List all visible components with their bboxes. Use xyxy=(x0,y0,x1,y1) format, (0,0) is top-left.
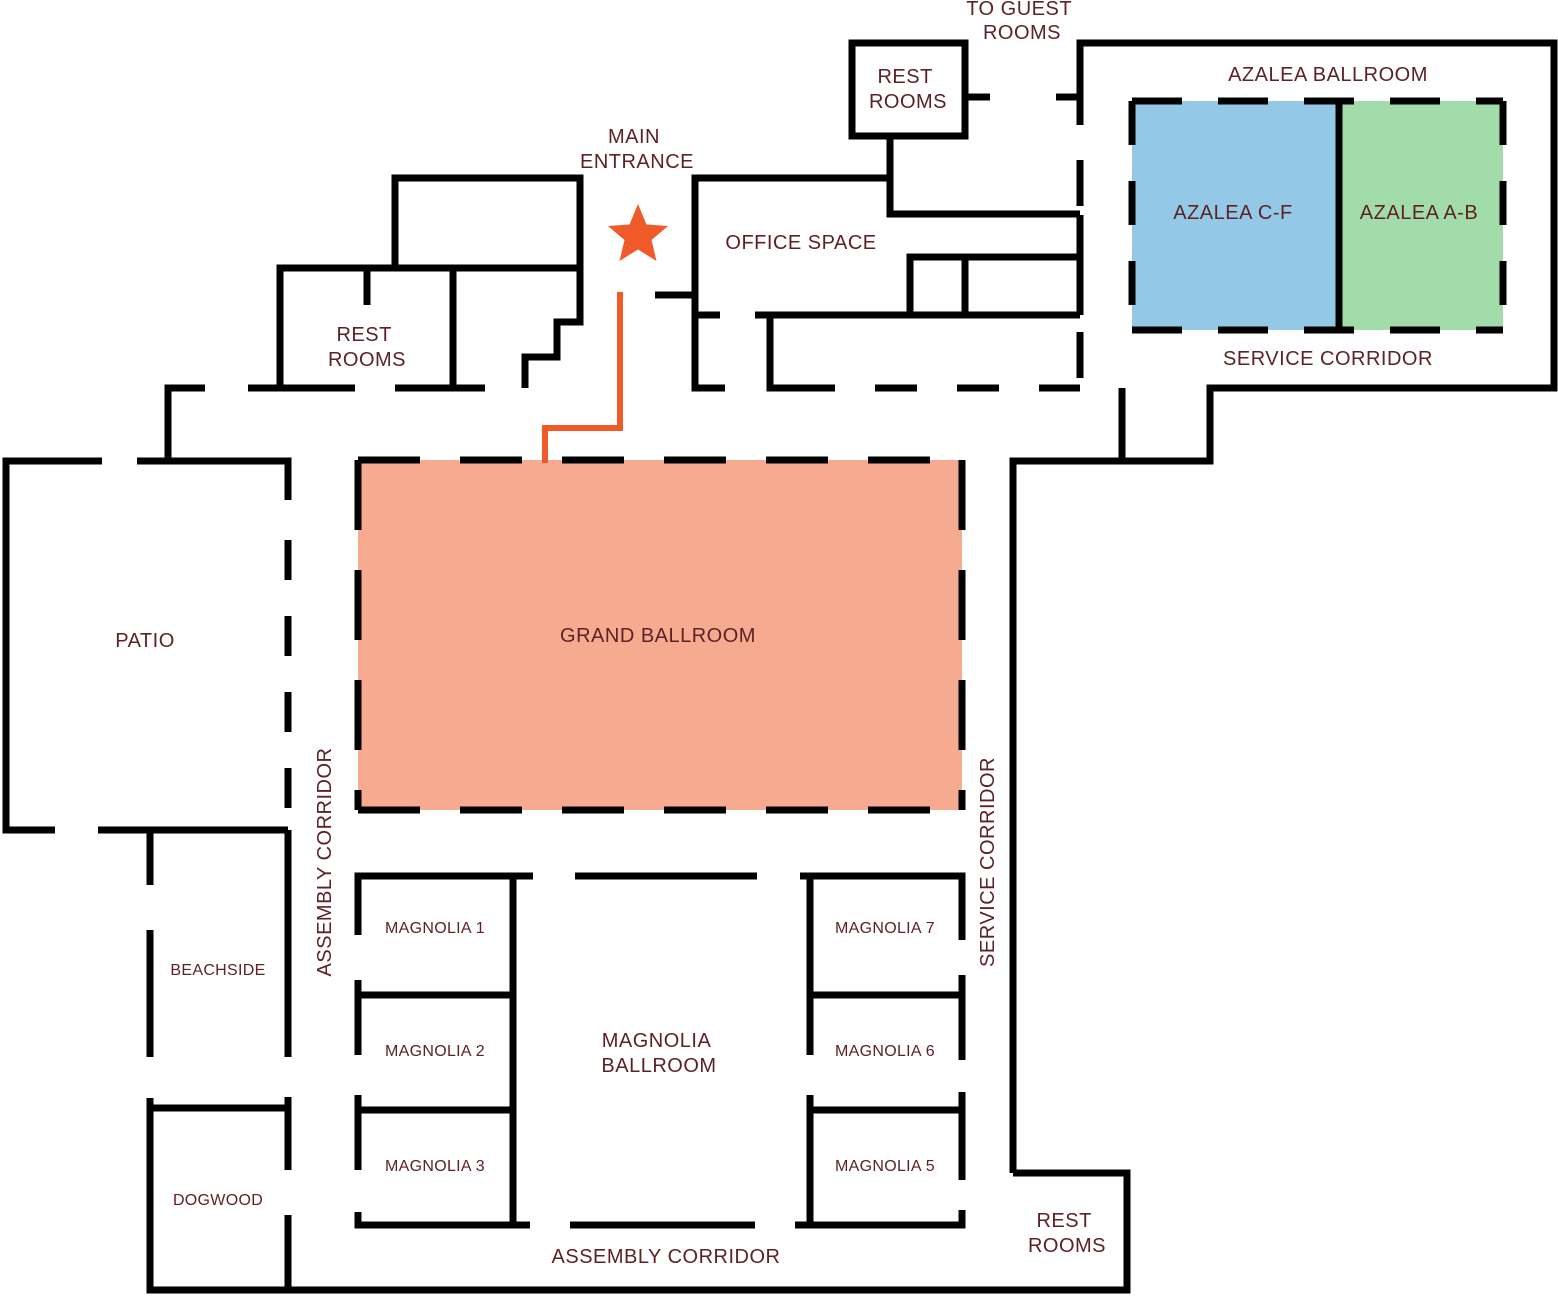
azalea-ballroom-label: AZALEA BALLROOM xyxy=(1228,64,1428,86)
office-space-label: OFFICE SPACE xyxy=(725,232,876,254)
entrance-route xyxy=(542,292,623,463)
assembly-corridor-vertical-label: ASSEMBLY CORRIDOR xyxy=(314,748,336,977)
dogwood-label: DOGWOOD xyxy=(173,1192,263,1209)
assembly-corridor-bottom-label: ASSEMBLY CORRIDOR xyxy=(552,1246,781,1268)
grand-ballroom-area[interactable] xyxy=(358,460,962,810)
azalea-ab-area[interactable] xyxy=(1339,101,1503,330)
star-icon[interactable] xyxy=(608,204,668,261)
main-entrance-label: MAIN ENTRANCE xyxy=(580,126,694,173)
magnolia-6-label: MAGNOLIA 6 xyxy=(835,1043,935,1060)
magnolia-5-label: MAGNOLIA 5 xyxy=(835,1158,935,1175)
rest-rooms-top-label: REST ROOMS xyxy=(869,66,947,113)
beachside-label: BEACHSIDE xyxy=(170,962,265,979)
azalea-ab-label: AZALEA A-B xyxy=(1360,202,1478,224)
patio-label: PATIO xyxy=(115,630,175,652)
to-guest-rooms-label: TO GUEST ROOMS xyxy=(966,0,1078,44)
service-corridor-vertical-label: SERVICE CORRIDOR xyxy=(977,757,999,967)
walls-solid xyxy=(2,39,1558,1294)
service-corridor-top-label: SERVICE CORRIDOR xyxy=(1223,348,1433,370)
rest-rooms-bottom-label: REST ROOMS xyxy=(1028,1210,1106,1257)
magnolia-ballroom-label: MAGNOLIA BALLROOM xyxy=(601,1030,716,1077)
azalea-cf-label: AZALEA C-F xyxy=(1173,202,1292,224)
walls-dashed xyxy=(284,97,1507,830)
rest-rooms-left-label: REST ROOMS xyxy=(328,324,406,371)
magnolia-7-label: MAGNOLIA 7 xyxy=(835,920,935,937)
grand-ballroom-label: GRAND BALLROOM xyxy=(560,625,756,647)
magnolia-3-label: MAGNOLIA 3 xyxy=(385,1158,485,1175)
azalea-cf-area[interactable] xyxy=(1132,101,1339,330)
magnolia-2-label: MAGNOLIA 2 xyxy=(385,1043,485,1060)
magnolia-1-label: MAGNOLIA 1 xyxy=(385,920,485,937)
